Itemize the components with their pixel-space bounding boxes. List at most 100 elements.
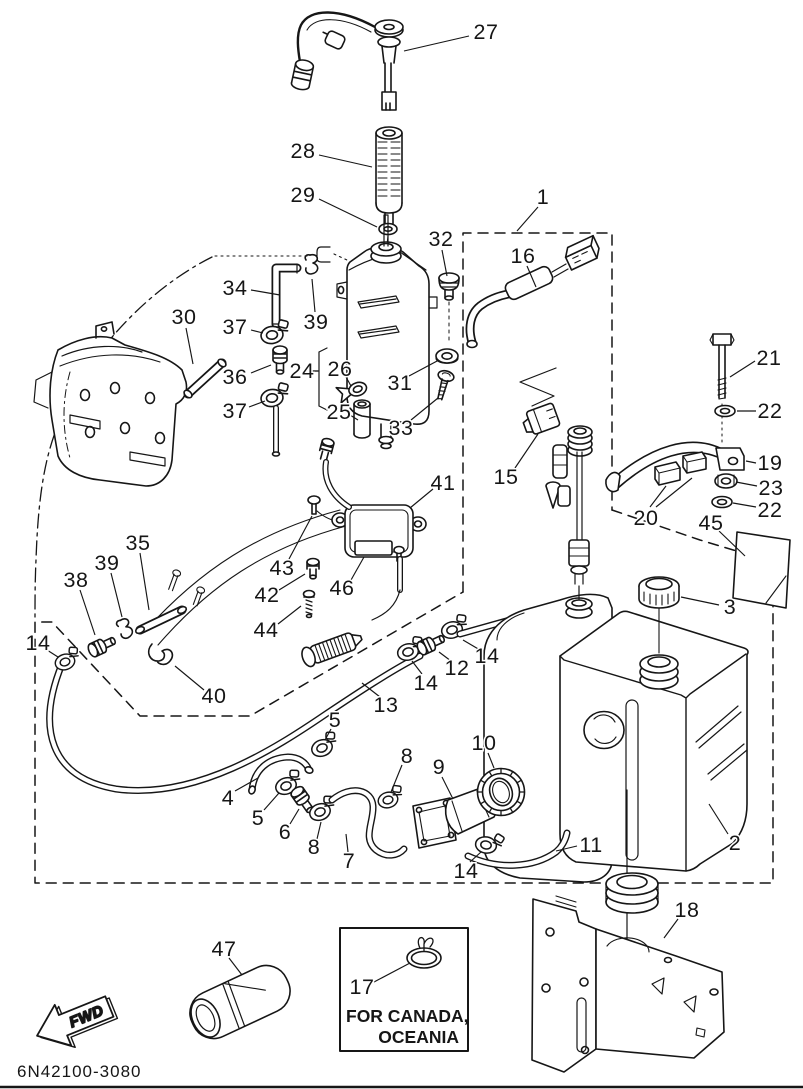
callout-7: 7	[343, 849, 355, 873]
leader-line-42	[278, 573, 306, 591]
part-code-label: 6N42100-3080	[17, 1062, 141, 1081]
callout-44: 44	[254, 618, 279, 642]
leader-line-18	[663, 918, 679, 939]
callout-14: 14	[26, 631, 51, 655]
leader-line-12	[438, 651, 452, 662]
tank-seat-drawing	[605, 789, 659, 941]
control-unit-drawing	[301, 437, 427, 668]
leader-line-35	[139, 552, 150, 611]
leader-line-34	[250, 289, 281, 296]
leader-line-28	[318, 154, 373, 168]
callout-37: 37	[223, 399, 248, 423]
leader-line-10	[487, 752, 495, 769]
callout-11: 11	[579, 833, 602, 857]
leader-line-5	[324, 728, 332, 741]
fwd-arrow: FWD	[36, 995, 119, 1049]
level-gauge-drawing	[290, 11, 404, 111]
leader-line-19	[745, 460, 757, 464]
label-plate-46	[354, 540, 393, 556]
callout-23: 23	[759, 476, 784, 500]
callout-9: 9	[433, 755, 445, 779]
callout-32: 32	[429, 227, 454, 251]
callout-39: 39	[304, 310, 329, 334]
pipe-34	[271, 263, 302, 329]
oil-level-sender-drawing	[519, 367, 593, 600]
leader-line-47	[228, 957, 243, 976]
leader-line-33	[410, 397, 439, 421]
leader-line-15	[514, 433, 539, 469]
plug-32	[438, 272, 460, 301]
callout-25: 25	[327, 400, 352, 424]
callout-22: 22	[758, 498, 783, 522]
leader-line-23	[735, 481, 758, 487]
callout-26: 26	[328, 357, 353, 381]
leader-line-37	[248, 400, 266, 408]
filter-drawing	[375, 126, 403, 246]
washer-22-upper	[714, 404, 736, 418]
leader-line-44	[277, 605, 302, 625]
mounting-bracket-18-drawing	[531, 895, 725, 1073]
leader-line-41	[409, 488, 434, 509]
leader-line-17	[373, 962, 411, 983]
kit-region-boundary	[34, 509, 774, 884]
callout-5: 5	[252, 806, 264, 830]
wing-clamp-26	[335, 381, 368, 404]
grommet-47-drawing	[189, 964, 291, 1040]
decal-45	[732, 531, 791, 609]
tank-bracket-hardware	[605, 333, 791, 609]
leader-line-40	[174, 665, 205, 691]
clamp-ring-17	[406, 937, 442, 969]
callout-14: 14	[454, 859, 479, 883]
leader-line-30	[185, 327, 194, 365]
leader-line-36	[250, 364, 272, 374]
leader-line-31	[408, 359, 440, 377]
bolt-43	[307, 495, 321, 515]
callout-45: 45	[699, 511, 724, 535]
callout-38: 38	[64, 568, 89, 592]
callout-30: 30	[172, 305, 197, 329]
leader-line-7	[345, 833, 349, 853]
callout-13: 13	[374, 693, 399, 717]
leader-line-14	[462, 639, 481, 651]
note-line-2: OCEANIA	[378, 1027, 459, 1047]
callout-14: 14	[475, 644, 500, 668]
leader-line-2	[708, 803, 729, 835]
leader-line-32	[441, 249, 448, 277]
callout-24: 24	[290, 359, 315, 383]
callout-15: 15	[494, 465, 519, 489]
sleeve-25	[353, 399, 371, 439]
grease-fitting-42	[306, 557, 320, 580]
leader-line-25	[349, 414, 359, 421]
callout-29: 29	[291, 183, 316, 207]
callout-27: 27	[474, 20, 499, 44]
leader-line-29	[318, 198, 378, 228]
callout-39: 39	[95, 551, 120, 575]
leader-line-8	[316, 821, 322, 840]
knurled-ring-10	[476, 767, 526, 817]
strainer-pipe	[301, 632, 363, 668]
callout-33: 33	[389, 416, 414, 440]
pipe-30	[183, 358, 227, 399]
tank-cap-drawing	[638, 576, 680, 609]
callout-31: 31	[388, 371, 413, 395]
callout-10: 10	[472, 731, 497, 755]
tube-35	[134, 605, 188, 635]
oil-pump-drawing	[374, 767, 571, 869]
lead-wire-16-drawing	[465, 234, 600, 349]
leader-line-22	[732, 502, 757, 508]
callout-47: 47	[212, 937, 237, 961]
callout-20: 20	[634, 506, 659, 530]
callout-3: 3	[724, 595, 736, 619]
leader-line-39	[311, 278, 316, 313]
callout-36: 36	[223, 365, 248, 389]
leader-line-20	[649, 485, 667, 508]
callout-19: 19	[758, 451, 783, 475]
callout-18: 18	[675, 898, 700, 922]
nut-23	[714, 473, 738, 489]
reservoir-centerline-dotted	[214, 253, 348, 261]
callout-1: 1	[537, 185, 549, 209]
callout-16: 16	[511, 244, 536, 268]
callout-17: 17	[350, 975, 375, 999]
